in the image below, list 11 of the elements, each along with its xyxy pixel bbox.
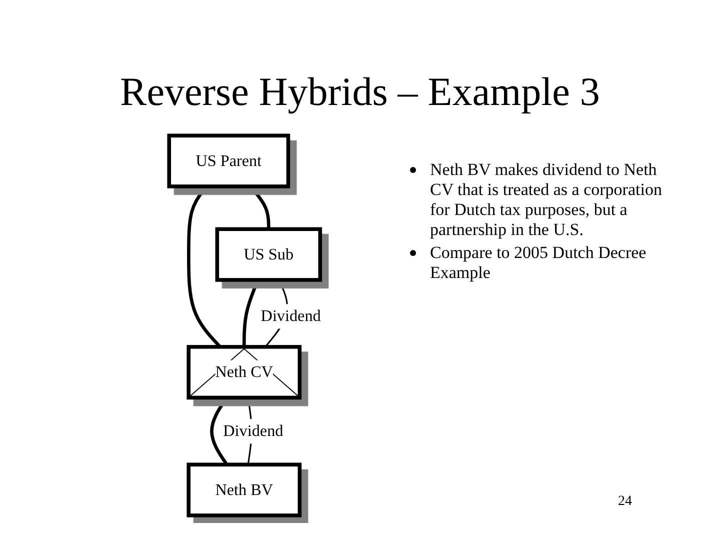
slide-title: Reverse Hybrids – Example 3 bbox=[120, 69, 600, 114]
page-number: 24 bbox=[618, 494, 632, 510]
bullet-text: Neth BV makes dividend to Neth CV that is treated as a corporation for Dutch tax purposes, but a partnership in the U.S. bbox=[430, 160, 663, 240]
entity-box: Neth CV bbox=[186, 344, 302, 400]
entity-box: US Parent bbox=[167, 134, 290, 188]
edge-label: Dividend bbox=[260, 306, 321, 325]
bullet-text: Compare to 2005 Dutch Decree Example bbox=[430, 243, 648, 283]
entity-box: US Sub bbox=[215, 227, 322, 282]
entity-box: Neth BV bbox=[186, 462, 302, 518]
connector-line bbox=[242, 279, 260, 347]
edge-label: Dividend bbox=[223, 422, 284, 440]
